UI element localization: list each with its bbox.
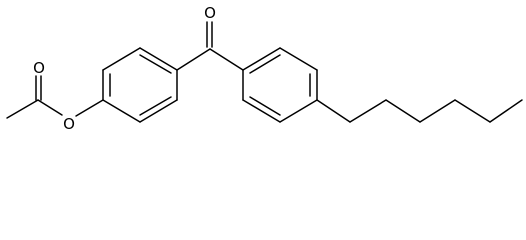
hexyl-chain-bond	[316, 99, 351, 123]
right-ring-bond	[242, 99, 281, 123]
skeletal-structure: O O O	[6, 4, 523, 133]
left-ring-bond	[139, 47, 178, 71]
left-ring-bond	[102, 47, 141, 71]
ketone-oxygen-label: O	[204, 4, 216, 22]
left-ring-inner-double-bond	[139, 96, 172, 116]
right-ring-inner-double-bond	[249, 96, 281, 116]
hexyl-chain-bond	[385, 99, 421, 123]
ketone-left-bond	[176, 48, 211, 71]
ketone-right-bond	[209, 48, 244, 71]
left-ring-bond	[102, 99, 141, 123]
acetyl-ester-bond	[37, 99, 63, 116]
right-ring-bond	[242, 47, 281, 71]
left-ring-inner-double-bond	[139, 54, 172, 74]
right-ring-bond	[279, 47, 318, 71]
hexyl-chain-bond	[349, 99, 387, 123]
ester-aryl-bond	[75, 99, 104, 117]
ester-carbonyl-oxygen-label: O	[33, 59, 45, 77]
acetyl-methyl-bond	[6, 99, 39, 119]
left-ring-bond	[139, 99, 178, 123]
hexyl-chain-bond	[419, 99, 456, 123]
hexyl-chain-bond	[489, 99, 523, 123]
hexyl-chain-bond	[454, 99, 491, 123]
ester-ether-oxygen-label: O	[63, 115, 75, 133]
right-ring-bond	[279, 99, 318, 123]
molecule-canvas: O O O	[6, 4, 523, 133]
right-ring-inner-double-bond	[249, 54, 281, 74]
